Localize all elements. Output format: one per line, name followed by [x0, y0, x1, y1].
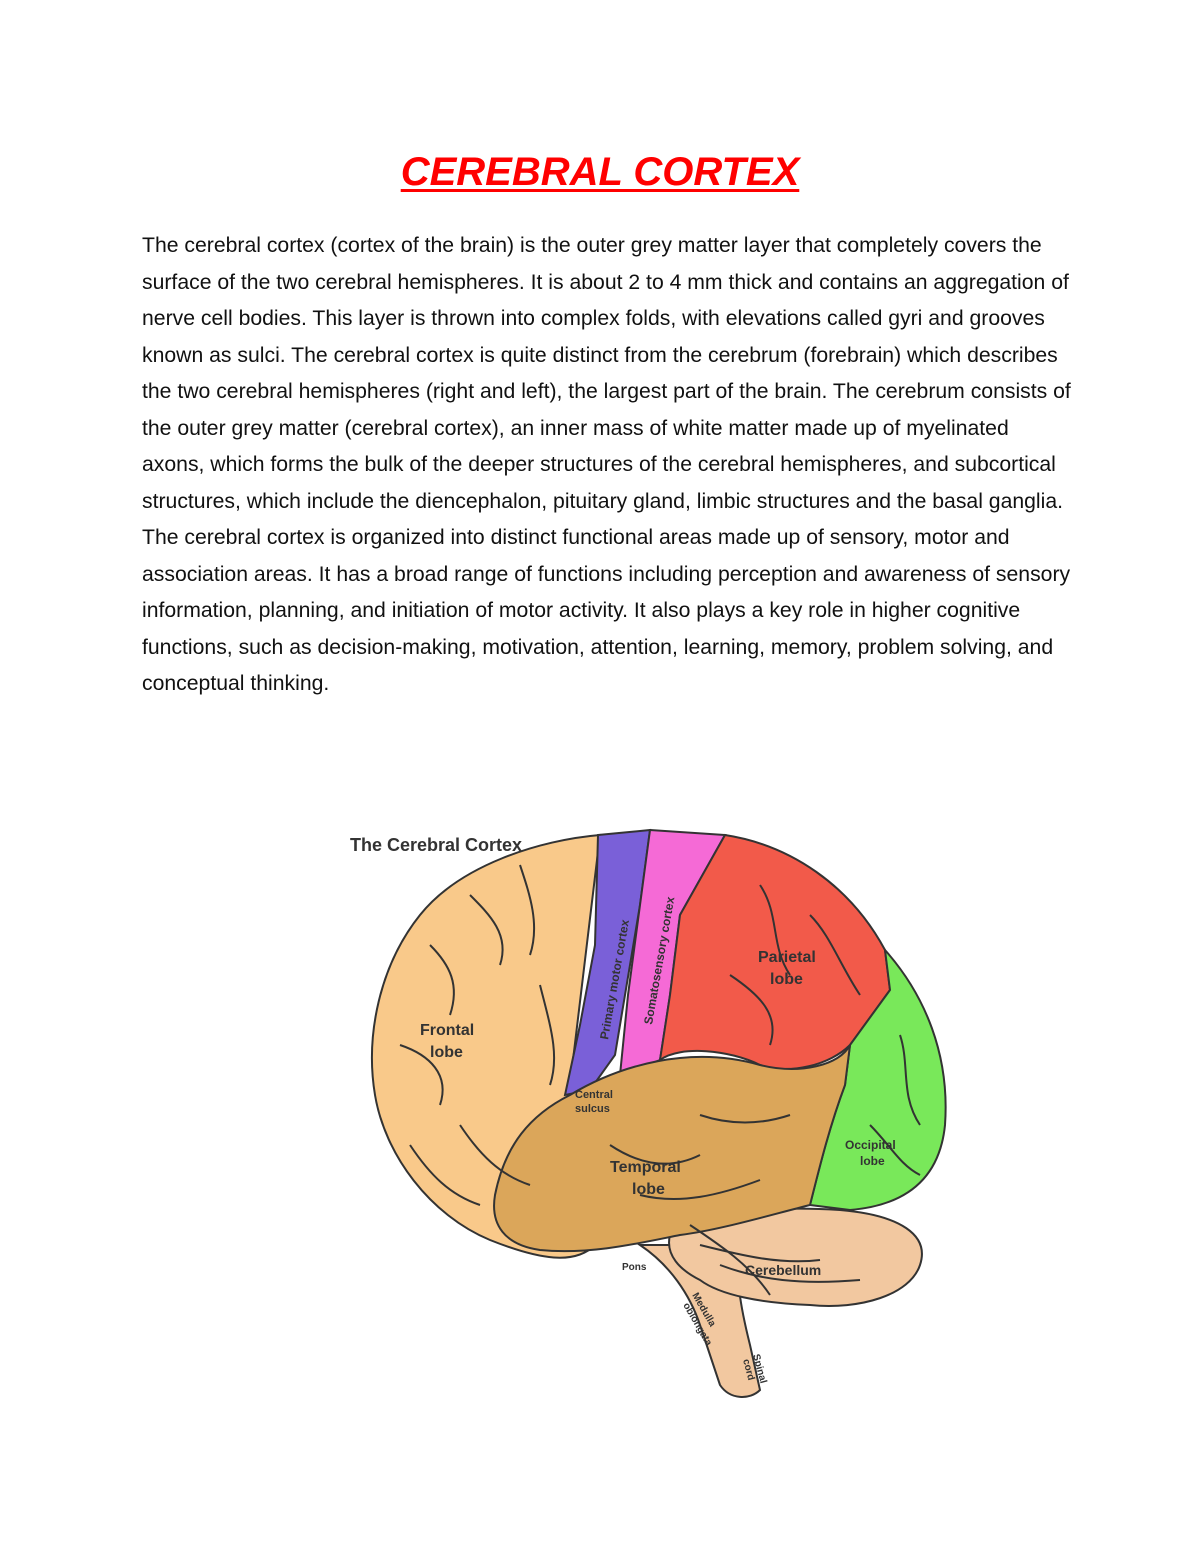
occipital-label-2: lobe — [860, 1154, 885, 1168]
pons-label: Pons — [622, 1262, 647, 1273]
temporal-label-1: Temporal — [610, 1159, 681, 1176]
figure-title: The Cerebral Cortex — [350, 835, 523, 855]
spinal-cord-label-2: cord — [740, 1358, 756, 1382]
gyri-lines — [399, 864, 921, 1296]
central-sulcus-label-2: sulcus — [575, 1103, 610, 1115]
temporal-lobe-region — [493, 1044, 851, 1253]
brain-illustration: Frontal lobe Primary motor cortex Somato… — [371, 828, 947, 1398]
cerebellum-label: Cerebellum — [745, 1262, 821, 1278]
parietal-label-2: lobe — [770, 971, 803, 988]
central-sulcus-label-1: Central — [575, 1089, 613, 1101]
frontal-label-1: Frontal — [420, 1022, 474, 1039]
body-paragraph: The cerebral cortex (cortex of the brain… — [142, 234, 1071, 695]
occipital-label-1: Occipital — [845, 1138, 896, 1152]
page-title-text: CEREBRAL CORTEX — [400, 150, 800, 194]
parietal-lobe-region — [658, 833, 892, 1070]
frontal-label-2: lobe — [430, 1044, 463, 1061]
parietal-label-1: Parietal — [758, 949, 816, 966]
temporal-label-2: lobe — [632, 1181, 665, 1198]
page-title: CEREBRAL CORTEX — [0, 150, 1200, 195]
brain-diagram: The Cerebral Cortex — [340, 825, 960, 1405]
